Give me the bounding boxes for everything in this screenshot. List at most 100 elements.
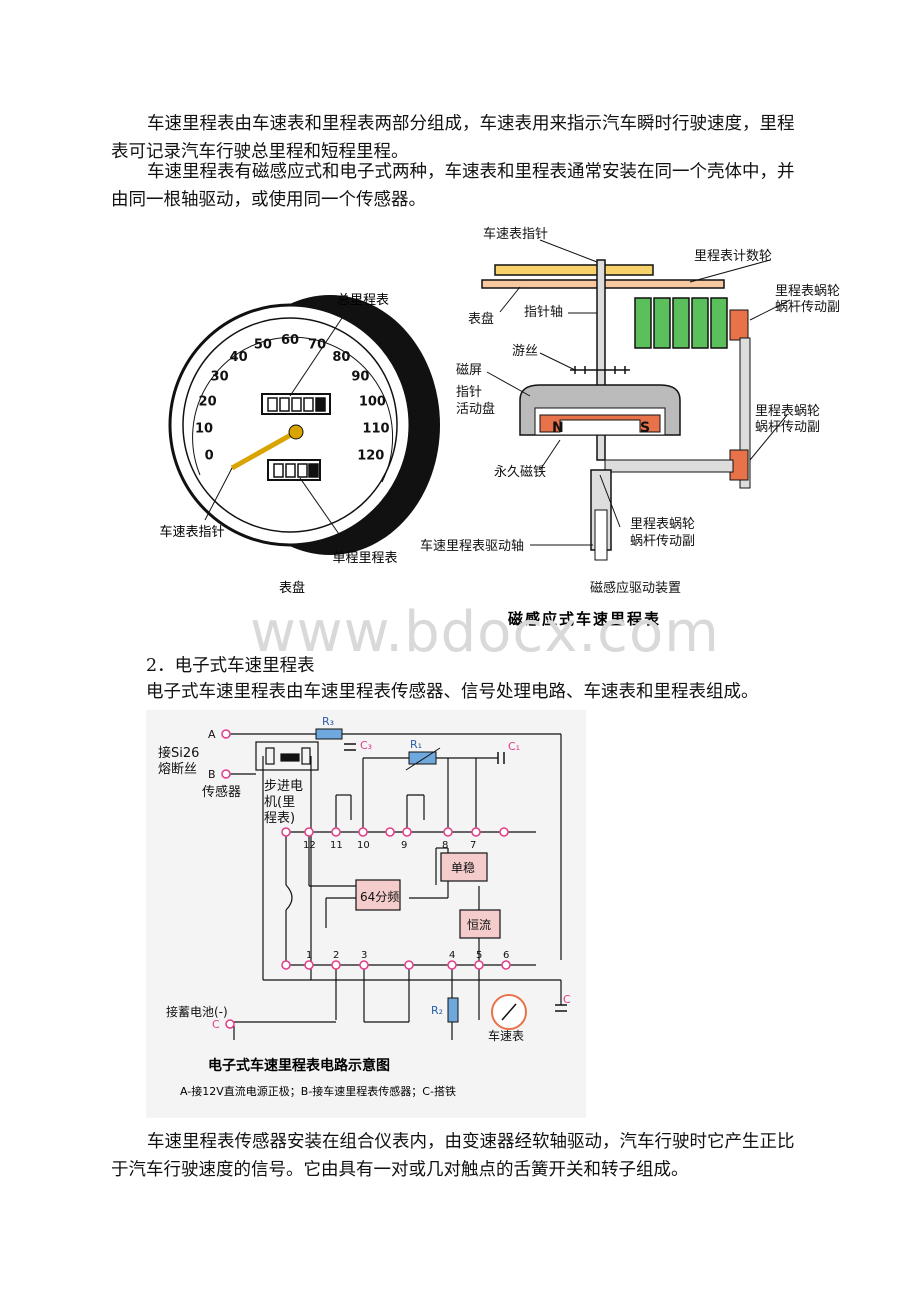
figure-electronic-circuit: A B 接Si26 熔断丝 传感器 步进电 机(里 程表) R₃ C₃ R₁ C… [146,710,586,1118]
label-total-odometer: 总里程表 [337,293,389,308]
label-worm-bot-1: 里程表蜗轮 [630,516,695,532]
label-pointer-shaft: 指针轴 [524,305,563,320]
label-worm-bot-2: 蜗杆传动副 [630,533,695,549]
dial-scale-label: 50 [254,337,272,352]
label-speed-pointer-right: 车速表指针 [483,226,548,242]
figure1-caption: 磁感应式车速里程表 [508,610,661,628]
constant-current-block [459,909,501,939]
label-speed-pointer-left: 车速表指针 [159,524,224,540]
permanent-magnet [539,414,661,433]
label-constant-current: 恒流 [467,918,491,932]
pin-label: 6 [503,950,509,961]
pin-node [358,827,368,837]
label-drive-shaft: 车速里程表驱动轴 [420,538,524,554]
dial-scale-label: 30 [211,370,229,385]
label-pointer-disc-1: 指针 [456,385,482,400]
dial-scale-label: 100 [359,394,386,409]
pin-label: 7 [470,840,476,851]
label-terminal-a: A [208,728,216,741]
pin-node [331,960,341,970]
label-worm-top-1: 里程表蜗轮 [775,283,840,299]
label-monostable: 单稳 [451,860,475,875]
label-counter-wheel: 里程表计数轮 [694,249,772,264]
dial-scale-label: 110 [362,422,389,437]
circuit-nodes [221,729,235,1029]
label-pointer-disc-2: 活动盘 [456,401,495,417]
dial-scale-label: 90 [351,370,369,385]
label-dial-caption: 表盘 [279,580,305,596]
pin-label: 1 [306,950,312,961]
pin-node [385,827,395,837]
label-r3: R₃ [322,715,334,728]
pin-node [447,960,457,970]
label-c-right: C [563,993,571,1006]
label-terminal-c: C [212,1018,220,1031]
label-hairspring: 游丝 [512,344,538,359]
label-trip-odometer: 单程里程表 [332,551,397,566]
label-battery: 接蓄电池(-) [166,1004,228,1019]
pin-label: 9 [401,840,407,851]
dial-scale-label: 40 [230,350,248,365]
pin-node [304,827,314,837]
label-speedometer: 车速表 [488,1028,524,1043]
label-magnetic-shield: 磁屏 [456,363,482,378]
label-r1: R₁ [410,738,422,751]
divider-block [355,879,401,911]
svg-text:N: N [552,420,564,436]
pin-label: 4 [449,950,455,961]
pin-node [404,960,414,970]
pin-label: 8 [442,840,448,851]
pin-node [304,960,314,970]
label-dial-right: 表盘 [468,311,494,327]
pin-node [499,827,509,837]
pin-label: 2 [333,950,339,961]
label-stepper-3: 程表) [264,811,295,826]
pin-node [281,827,291,837]
worm-gear-top [729,309,749,341]
pin-node [281,960,291,970]
label-divider: 64分频 [360,890,399,904]
dial-scale-label: 20 [199,394,217,409]
label-c3: C₃ [360,739,372,752]
svg-text:S: S [640,420,650,436]
label-permanent-magnet: 永久磁铁 [494,465,546,480]
label-r2: R₂ [431,1004,443,1017]
section2-description: 电子式车速里程表由车速里程表传感器、信号处理电路、车速表和里程表组成。 [146,682,759,702]
counter-wheels [634,297,728,349]
pin-node [501,960,511,970]
dial-scale-label: 60 [281,333,299,348]
label-fuse-1: 接Si26 [158,745,199,761]
pin-node [331,827,341,837]
intro-paragraph-2: 车速里程表有磁感应式和电子式两种，车速表和里程表通常安装在同一个壳体中，并由同一… [111,162,795,210]
speed-pointer [230,429,298,471]
pointer-bar [494,264,654,276]
pin-label: 3 [361,950,367,961]
dial-scale-label: 70 [308,337,326,352]
magnetic-drive-diagram: N S 车速表指针 里程表计数轮 表盘 指针轴 里程表蜗轮 [420,226,840,596]
resistor-r2 [447,997,459,1023]
label-device-caption: 磁感应驱动装置 [590,580,681,596]
monostable-block [440,852,488,882]
pin-label: 12 [303,840,316,851]
label-c1: C₁ [508,740,520,753]
pin-node [474,960,484,970]
figure2-title: 电子式车速里程表电路示意图 [208,1057,390,1074]
pin-node [359,960,369,970]
label-terminal-b: B [208,768,216,781]
label-sensor: 传感器 [202,784,241,800]
dial-scale-label: 0 [205,448,214,463]
label-worm-mid-2: 蜗杆传动副 [755,419,820,435]
section2-heading: 2．电子式车速里程表 [146,656,315,676]
watermark: www.bdocx.com [250,600,720,665]
dial-scale-label: 10 [195,422,213,437]
pin-label: 10 [357,840,370,851]
pin-node [471,827,481,837]
pointer-shaft [596,259,606,461]
resistor-r3 [315,728,343,740]
label-worm-mid-1: 里程表蜗轮 [755,403,820,419]
